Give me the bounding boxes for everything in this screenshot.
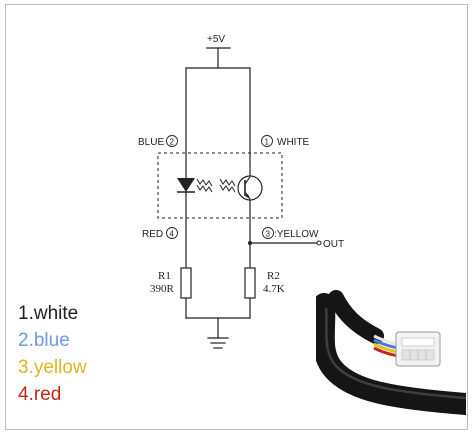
light-arrow-1-icon [196, 178, 213, 187]
output-label: OUT [323, 239, 344, 250]
light-arrow-4-icon [219, 184, 236, 193]
resistor2-value: 4.7K [263, 283, 285, 295]
pin-yellow-label: :YELLOW [274, 229, 319, 240]
resistor2-name: R2 [267, 270, 280, 282]
supply-label: +5V [207, 34, 225, 45]
pin-blue-label: BLUE [138, 137, 164, 148]
emitter-arrow-icon [245, 194, 250, 199]
connector-housing [395, 331, 441, 367]
resistor-r2 [244, 267, 256, 299]
legend-item-yellow: 3.yellow [18, 357, 87, 378]
resistor-r1 [180, 267, 192, 299]
pin-yellow-number: 3 [266, 230, 271, 239]
legend-item-blue: 2.blue [18, 330, 70, 351]
cable-body [316, 293, 466, 415]
sensor-package-outline [157, 152, 283, 219]
resistor1-name: R1 [158, 270, 171, 282]
light-arrow-3-icon [219, 178, 236, 187]
cable-highlight [324, 307, 466, 400]
diagram-frame [5, 4, 468, 430]
pin3-circle [262, 227, 274, 239]
wire-color-legend: 1.white 2.blue 3.yellow 4.red [18, 300, 87, 408]
resistor1-value: 390R [150, 283, 175, 295]
pin-red-number: 4 [170, 230, 175, 239]
pin-white-number: 1 [265, 138, 270, 147]
phototransistor-icon [237, 175, 263, 201]
pin4-circle [166, 227, 178, 239]
junction-dot [248, 241, 252, 245]
pin1-circle [261, 135, 273, 147]
transistor-collector [244, 176, 251, 185]
legend-item-red: 4.red [18, 384, 62, 405]
pin-white-label: WHITE [277, 137, 310, 148]
legend-item-white: 1.white [18, 303, 79, 324]
cable-lower [328, 290, 384, 344]
led-diode-icon [177, 178, 195, 192]
light-arrow-2-icon [196, 184, 213, 193]
output-terminal [316, 240, 322, 246]
pin-blue-number: 2 [170, 138, 175, 147]
cable-connector-photo [316, 290, 466, 415]
pin-red-label: RED [142, 229, 163, 240]
pin2-circle [166, 135, 178, 147]
